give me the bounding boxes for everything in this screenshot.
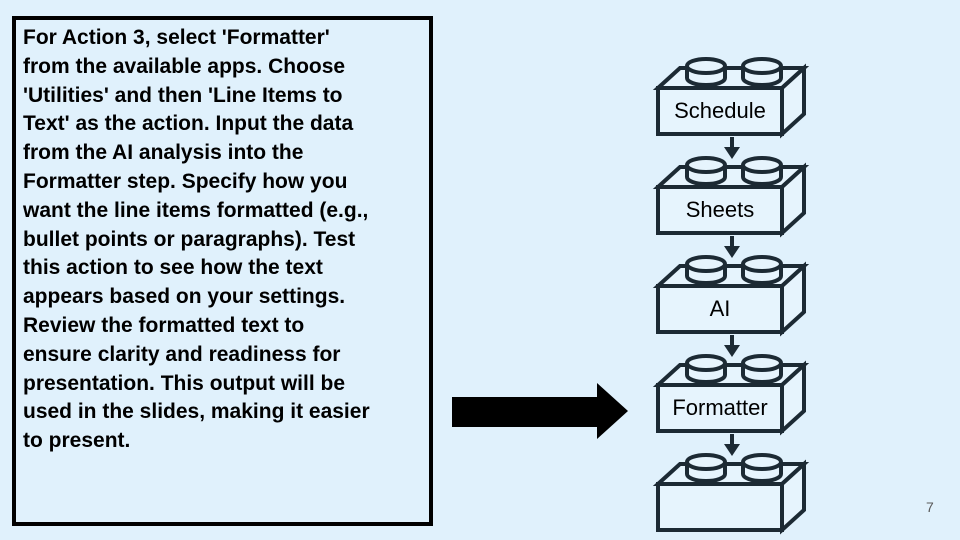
lego-brick-icon (652, 354, 810, 436)
down-arrow-icon (724, 236, 740, 258)
text-line: this action to see how the text (23, 256, 323, 280)
text-line: Formatter step. Specify how you (23, 169, 348, 193)
brick-formatter: Formatter (652, 354, 810, 436)
brick-sheets: Sheets (652, 156, 810, 238)
text-line: bullet points or paragraphs). Test (23, 227, 356, 251)
text-line: Review the formatted text to (23, 313, 305, 337)
page-number: 7 (926, 499, 934, 515)
lego-brick-icon (652, 453, 810, 535)
brick-label-blank (658, 484, 782, 530)
lego-brick-icon (652, 255, 810, 337)
brick-label-schedule: Schedule (674, 98, 766, 123)
right-arrow-icon (452, 383, 628, 439)
text-line: ensure clarity and readiness for (23, 342, 341, 366)
brick-label-formatter: Formatter (672, 395, 768, 420)
text-line: For Action 3, select 'Formatter' (23, 26, 330, 49)
brick-ai: AI (652, 255, 810, 337)
lego-brick-icon (652, 156, 810, 238)
text-line: from the available apps. Choose (23, 54, 346, 78)
text-line: used in the slides, making it easier (23, 400, 370, 424)
text-line: appears based on your settings. (23, 285, 346, 309)
text-line: want the line items formatted (e.g., (23, 198, 369, 222)
down-arrow-icon (724, 137, 740, 159)
lego-brick-icon (652, 57, 810, 139)
text-line: to present. (23, 429, 131, 453)
text-line: Text' as the action. Input the data (23, 112, 354, 136)
brick-schedule: Schedule (652, 57, 810, 139)
text-line: presentation. This output will be (23, 371, 346, 395)
text-line: from the AI analysis into the (23, 141, 304, 165)
down-arrow-icon (724, 434, 740, 456)
brick-blank (652, 453, 810, 535)
instruction-text-box: For Action 3, select 'Formatter' from the… (12, 16, 433, 526)
brick-label-sheets: Sheets (685, 197, 755, 222)
down-arrow-icon (724, 335, 740, 357)
text-line: 'Utilities' and then 'Line Items to (23, 83, 343, 107)
brick-label-ai: AI (709, 296, 731, 321)
